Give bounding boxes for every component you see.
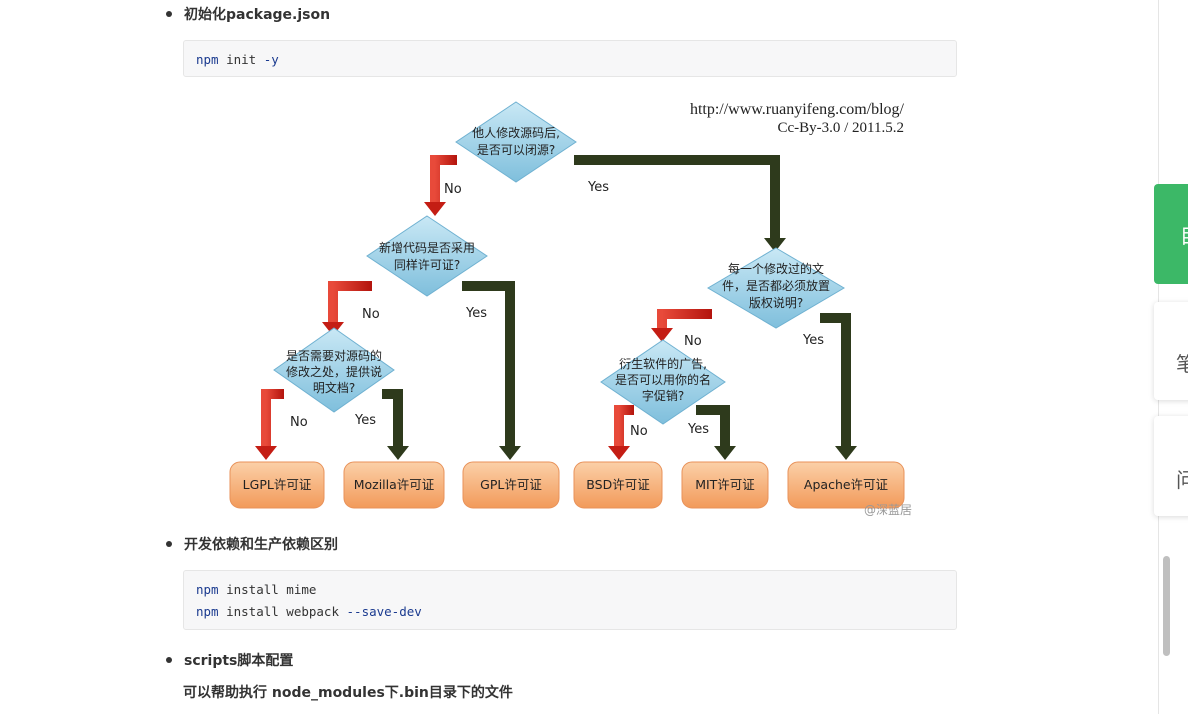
source-url: http://www.ruanyifeng.com/blog/ [690,101,905,118]
arrow-q1-yes [574,155,780,240]
arrowhead-q3-no [255,446,277,460]
svg-text:MIT许可证: MIT许可证 [695,477,755,492]
scripts-description: 可以帮助执行 node_modules下.bin目录下的文件 [183,685,513,701]
svg-text:是否可以闭源?: 是否可以闭源? [477,143,555,157]
label-q4-no: No [684,334,702,349]
svg-text:是否可以用你的名: 是否可以用你的名 [615,372,711,387]
arrow-q4-no [657,309,712,330]
arrowhead-q5-no [608,446,630,460]
svg-text:是否需要对源码的: 是否需要对源码的 [286,348,382,363]
decision-q4: 每一个修改过的文 件，是否都必须放置 版权说明? [707,247,845,329]
arrowhead-q2-yes [499,446,521,460]
arrow-q2-no [328,281,372,324]
code-line: npm init -y [196,52,279,67]
svg-text:明文档?: 明文档? [313,380,355,395]
svg-text:修改之处，提供说: 修改之处，提供说 [286,364,382,379]
license-mit: MIT许可证 [681,461,769,509]
svg-text:BSD许可证: BSD许可证 [586,477,650,492]
arrowhead-q5-yes [714,446,736,460]
list-item-init-package: 初始化package.json [166,4,330,24]
svg-text:他人修改源码后,: 他人修改源码后, [472,125,560,140]
questions-tab-button[interactable]: 问 [1154,416,1188,516]
label-q3-no: No [290,415,308,430]
label-q5-no: No [630,424,648,439]
arrowhead-q1-yes [764,238,786,252]
bullet-dot [166,11,172,17]
decision-q5: 衍生软件的广告, 是否可以用你的名 字促销? [600,339,726,425]
arrowhead-q3-yes [387,446,409,460]
decision-q2: 新增代码是否采用 同样许可证? [366,215,488,297]
decision-q1: 他人修改源码后, 是否可以闭源? [455,101,577,183]
code-line: npm install mime [196,582,317,597]
label-q4-yes: Yes [802,333,824,348]
svg-text:版权说明?: 版权说明? [749,295,803,310]
bullet-text: scripts脚本配置 [184,653,294,669]
toc-tab-button[interactable]: 目 [1154,184,1188,284]
license-note: Cc-By-3.0 / 2011.5.2 [777,120,904,136]
arrow-q3-no [261,389,284,448]
arrow-q4-yes [820,313,851,448]
svg-text:衍生软件的广告,: 衍生软件的广告, [619,356,707,371]
bullet-text: 初始化package.json [184,7,331,23]
svg-text:GPL许可证: GPL许可证 [480,477,542,492]
license-flowchart: http://www.ruanyifeng.com/blog/ Cc-By-3.… [229,101,912,517]
arrowhead-q4-no [651,328,673,342]
bullet-text: 开发依赖和生产依赖区别 [184,537,338,553]
license-mozilla: Mozilla许可证 [343,461,445,509]
arrowhead-q4-yes [835,446,857,460]
svg-text:Apache许可证: Apache许可证 [804,477,889,492]
label-q5-yes: Yes [687,422,709,437]
license-apache: Apache许可证 [787,461,905,509]
label-q3-yes: Yes [354,413,376,428]
code-block-init[interactable]: npm init -y [183,40,957,77]
svg-text:同样许可证?: 同样许可证? [394,257,460,272]
label-q1-no: No [444,182,462,197]
license-gpl: GPL许可证 [462,461,560,509]
arrow-q1-no [430,155,457,204]
bullet-dot [166,657,172,663]
watermark: @深蓝居 [864,503,912,517]
svg-text:件，是否都必须放置: 件，是否都必须放置 [722,278,830,293]
label-q1-yes: Yes [587,180,609,195]
arrowhead-q1-no [424,202,446,216]
license-bsd: BSD许可证 [573,461,663,509]
arrow-q3-yes [382,389,403,448]
license-lgpl: LGPL许可证 [229,461,325,509]
notes-tab-button[interactable]: 笔 [1154,302,1188,400]
code-line: npm install webpack --save-dev [196,604,422,619]
svg-text:新增代码是否采用: 新增代码是否采用 [379,240,475,255]
list-item-scripts: scripts脚本配置 [166,650,293,670]
list-item-dependencies: 开发依赖和生产依赖区别 [166,534,338,554]
code-block-install[interactable]: npm install mime npm install webpack --s… [183,570,957,630]
scrollbar-thumb[interactable] [1163,556,1170,656]
arrow-q5-yes [696,405,730,448]
arrow-q2-yes [462,281,515,448]
svg-text:每一个修改过的文: 每一个修改过的文 [728,261,824,276]
label-q2-yes: Yes [465,306,487,321]
bullet-dot [166,541,172,547]
label-q2-no: No [362,307,380,322]
svg-text:Mozilla许可证: Mozilla许可证 [354,477,435,492]
svg-text:LGPL许可证: LGPL许可证 [243,477,312,492]
svg-text:字促销?: 字促销? [642,388,684,403]
arrow-q5-no [614,405,634,448]
decision-q3: 是否需要对源码的 修改之处，提供说 明文档? [273,327,395,413]
